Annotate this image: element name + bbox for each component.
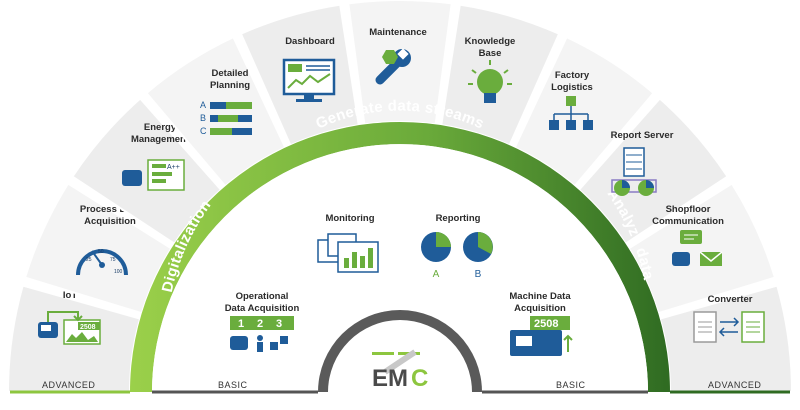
report-server-icon	[611, 147, 657, 196]
monitoring-label: Monitoring	[325, 213, 374, 224]
mda-label-line1: Machine Data	[509, 291, 571, 302]
segment-label-report: Report Server	[611, 130, 674, 141]
planning-icon: A B C	[200, 100, 252, 136]
reporting-b-label: B	[475, 269, 482, 280]
iot-counter: 2508	[80, 324, 96, 331]
segment-label-dashboard: Dashboard	[285, 36, 335, 47]
lightbulb-icon	[468, 60, 512, 103]
tier-basic-left: BASIC	[218, 380, 248, 390]
segment-label-iot: IoT	[63, 290, 77, 301]
monitoring-icon	[317, 233, 379, 273]
planning-row-a: A	[200, 100, 206, 110]
oda-number-2: 2	[257, 318, 263, 330]
mda-counter: 2508	[534, 318, 558, 330]
oda-number-3: 3	[276, 318, 282, 330]
logo-letter-m: M	[388, 365, 408, 392]
gauge-tick-100: 100	[114, 269, 123, 275]
tier-advanced-right: ADVANCED	[708, 380, 761, 390]
mda-icon: 2508	[510, 316, 573, 356]
logo-letter-c: C	[411, 365, 428, 392]
gauge-icon: 25 50 75 100	[76, 249, 128, 276]
tier-basic-right: BASIC	[556, 380, 586, 390]
segment-label-maintenance: Maintenance	[369, 27, 427, 38]
reporting-label: Reporting	[436, 213, 481, 224]
converter-icon	[693, 311, 765, 343]
reporting-pie-icons	[421, 232, 493, 262]
dashboard-icon	[282, 58, 336, 102]
hierarchy-icon	[549, 96, 593, 130]
reporting-a-label: A	[433, 269, 440, 280]
tier-advanced-left: ADVANCED	[42, 380, 95, 390]
segment-label-converter: Converter	[708, 294, 753, 305]
planning-row-b: B	[200, 113, 206, 123]
oda-icon: 1 2 3	[230, 316, 294, 352]
oda-number-1: 1	[238, 318, 244, 330]
energy-rating: A++	[167, 164, 180, 171]
gauge-tick-50: 50	[98, 249, 104, 255]
gauge-tick-25: 25	[86, 257, 92, 263]
emc-logo: E M C	[372, 349, 428, 392]
shopfloor-icon	[672, 230, 723, 266]
gauge-tick-75: 75	[110, 257, 116, 263]
planning-row-c: C	[200, 126, 207, 136]
oda-label-line2: Data Acquisition	[225, 303, 300, 314]
energy-icon: A++	[122, 159, 185, 191]
wrench-icon	[375, 48, 411, 85]
logo-letter-e: E	[372, 365, 388, 392]
oda-label-line1: Operational	[236, 291, 289, 302]
iot-icon: 2508	[38, 311, 101, 345]
mda-label-line2: Acquisition	[514, 303, 566, 314]
center-arch	[318, 310, 482, 392]
